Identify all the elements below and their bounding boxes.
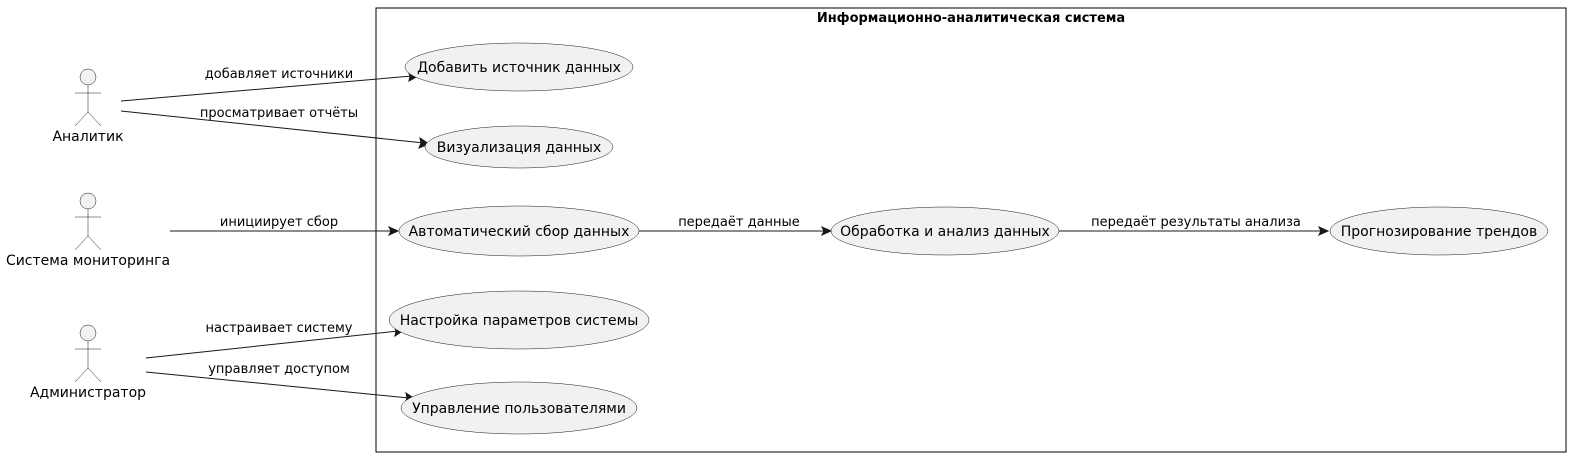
- actor-monitoring-system[interactable]: Система мониторинга: [6, 192, 170, 269]
- usecase-label: Визуализация данных: [437, 140, 602, 156]
- usecase-process[interactable]: Обработка и анализ данных: [830, 206, 1060, 256]
- relation-admin-settings: настраивает систему: [145, 321, 406, 359]
- actor-label: Аналитик: [52, 129, 123, 145]
- relation-admin-users: управляет доступом: [145, 362, 417, 404]
- relation-auto-collect-process: передаёт данные: [638, 215, 833, 237]
- relation-label: передаёт данные: [678, 215, 800, 230]
- arrowhead: [418, 136, 431, 149]
- usecase-users[interactable]: Управление пользователями: [400, 381, 638, 435]
- actor-stick-figure-icon: [74, 192, 102, 251]
- usecase-add-source[interactable]: Добавить источник данных: [404, 42, 634, 92]
- usecase-visualize[interactable]: Визуализация данных: [424, 125, 614, 169]
- relation-monitoring-auto-collect: инициирует сбор: [170, 215, 400, 237]
- actor-label: Администратор: [30, 385, 146, 401]
- relation-label: настраивает систему: [206, 321, 353, 336]
- usecase-label: Автоматический сбор данных: [409, 224, 630, 240]
- usecase-label: Прогнозирование трендов: [1341, 224, 1538, 240]
- relation-label: передаёт результаты анализа: [1091, 215, 1301, 230]
- usecase-settings[interactable]: Настройка параметров системы: [388, 290, 650, 350]
- usecase-forecast[interactable]: Прогнозирование трендов: [1329, 206, 1549, 256]
- usecase-auto-collect[interactable]: Автоматический сбор данных: [398, 205, 640, 257]
- actor-label: Система мониторинга: [6, 253, 170, 269]
- usecases: Добавить источник данных Визуализация да…: [388, 42, 1549, 435]
- actor-admin[interactable]: Администратор: [30, 324, 146, 401]
- arrowhead: [1317, 225, 1330, 237]
- arrowhead: [387, 225, 400, 237]
- actors: Аналитик Система мониторинга Администрат…: [6, 68, 170, 401]
- relation-label: просматривает отчёты: [200, 106, 358, 121]
- system-boundary: Информационно-аналитическая система: [375, 7, 1567, 453]
- relations: добавляет источники просматривает отчёты…: [120, 67, 1330, 404]
- usecase-label: Управление пользователями: [412, 401, 626, 417]
- relation-analyst-visualize: просматривает отчёты: [120, 106, 431, 149]
- system-boundary-frame: [375, 7, 1567, 453]
- actor-stick-figure-icon: [74, 68, 102, 127]
- usecase-label: Настройка параметров системы: [400, 313, 639, 329]
- arrowhead: [820, 225, 833, 237]
- relation-label: управляет доступом: [208, 362, 350, 377]
- relation-process-forecast: передаёт результаты анализа: [1059, 215, 1330, 237]
- actor-stick-figure-icon: [74, 324, 102, 383]
- usecase-label: Добавить источник данных: [417, 60, 621, 76]
- system-title: Информационно-аналитическая система: [817, 11, 1125, 26]
- relation-label: инициирует сбор: [220, 215, 338, 230]
- usecase-label: Обработка и анализ данных: [840, 224, 1050, 240]
- relation-label: добавляет источники: [205, 67, 353, 82]
- actor-analyst[interactable]: Аналитик: [52, 68, 124, 145]
- relation-analyst-add-source: добавляет источники: [120, 67, 420, 102]
